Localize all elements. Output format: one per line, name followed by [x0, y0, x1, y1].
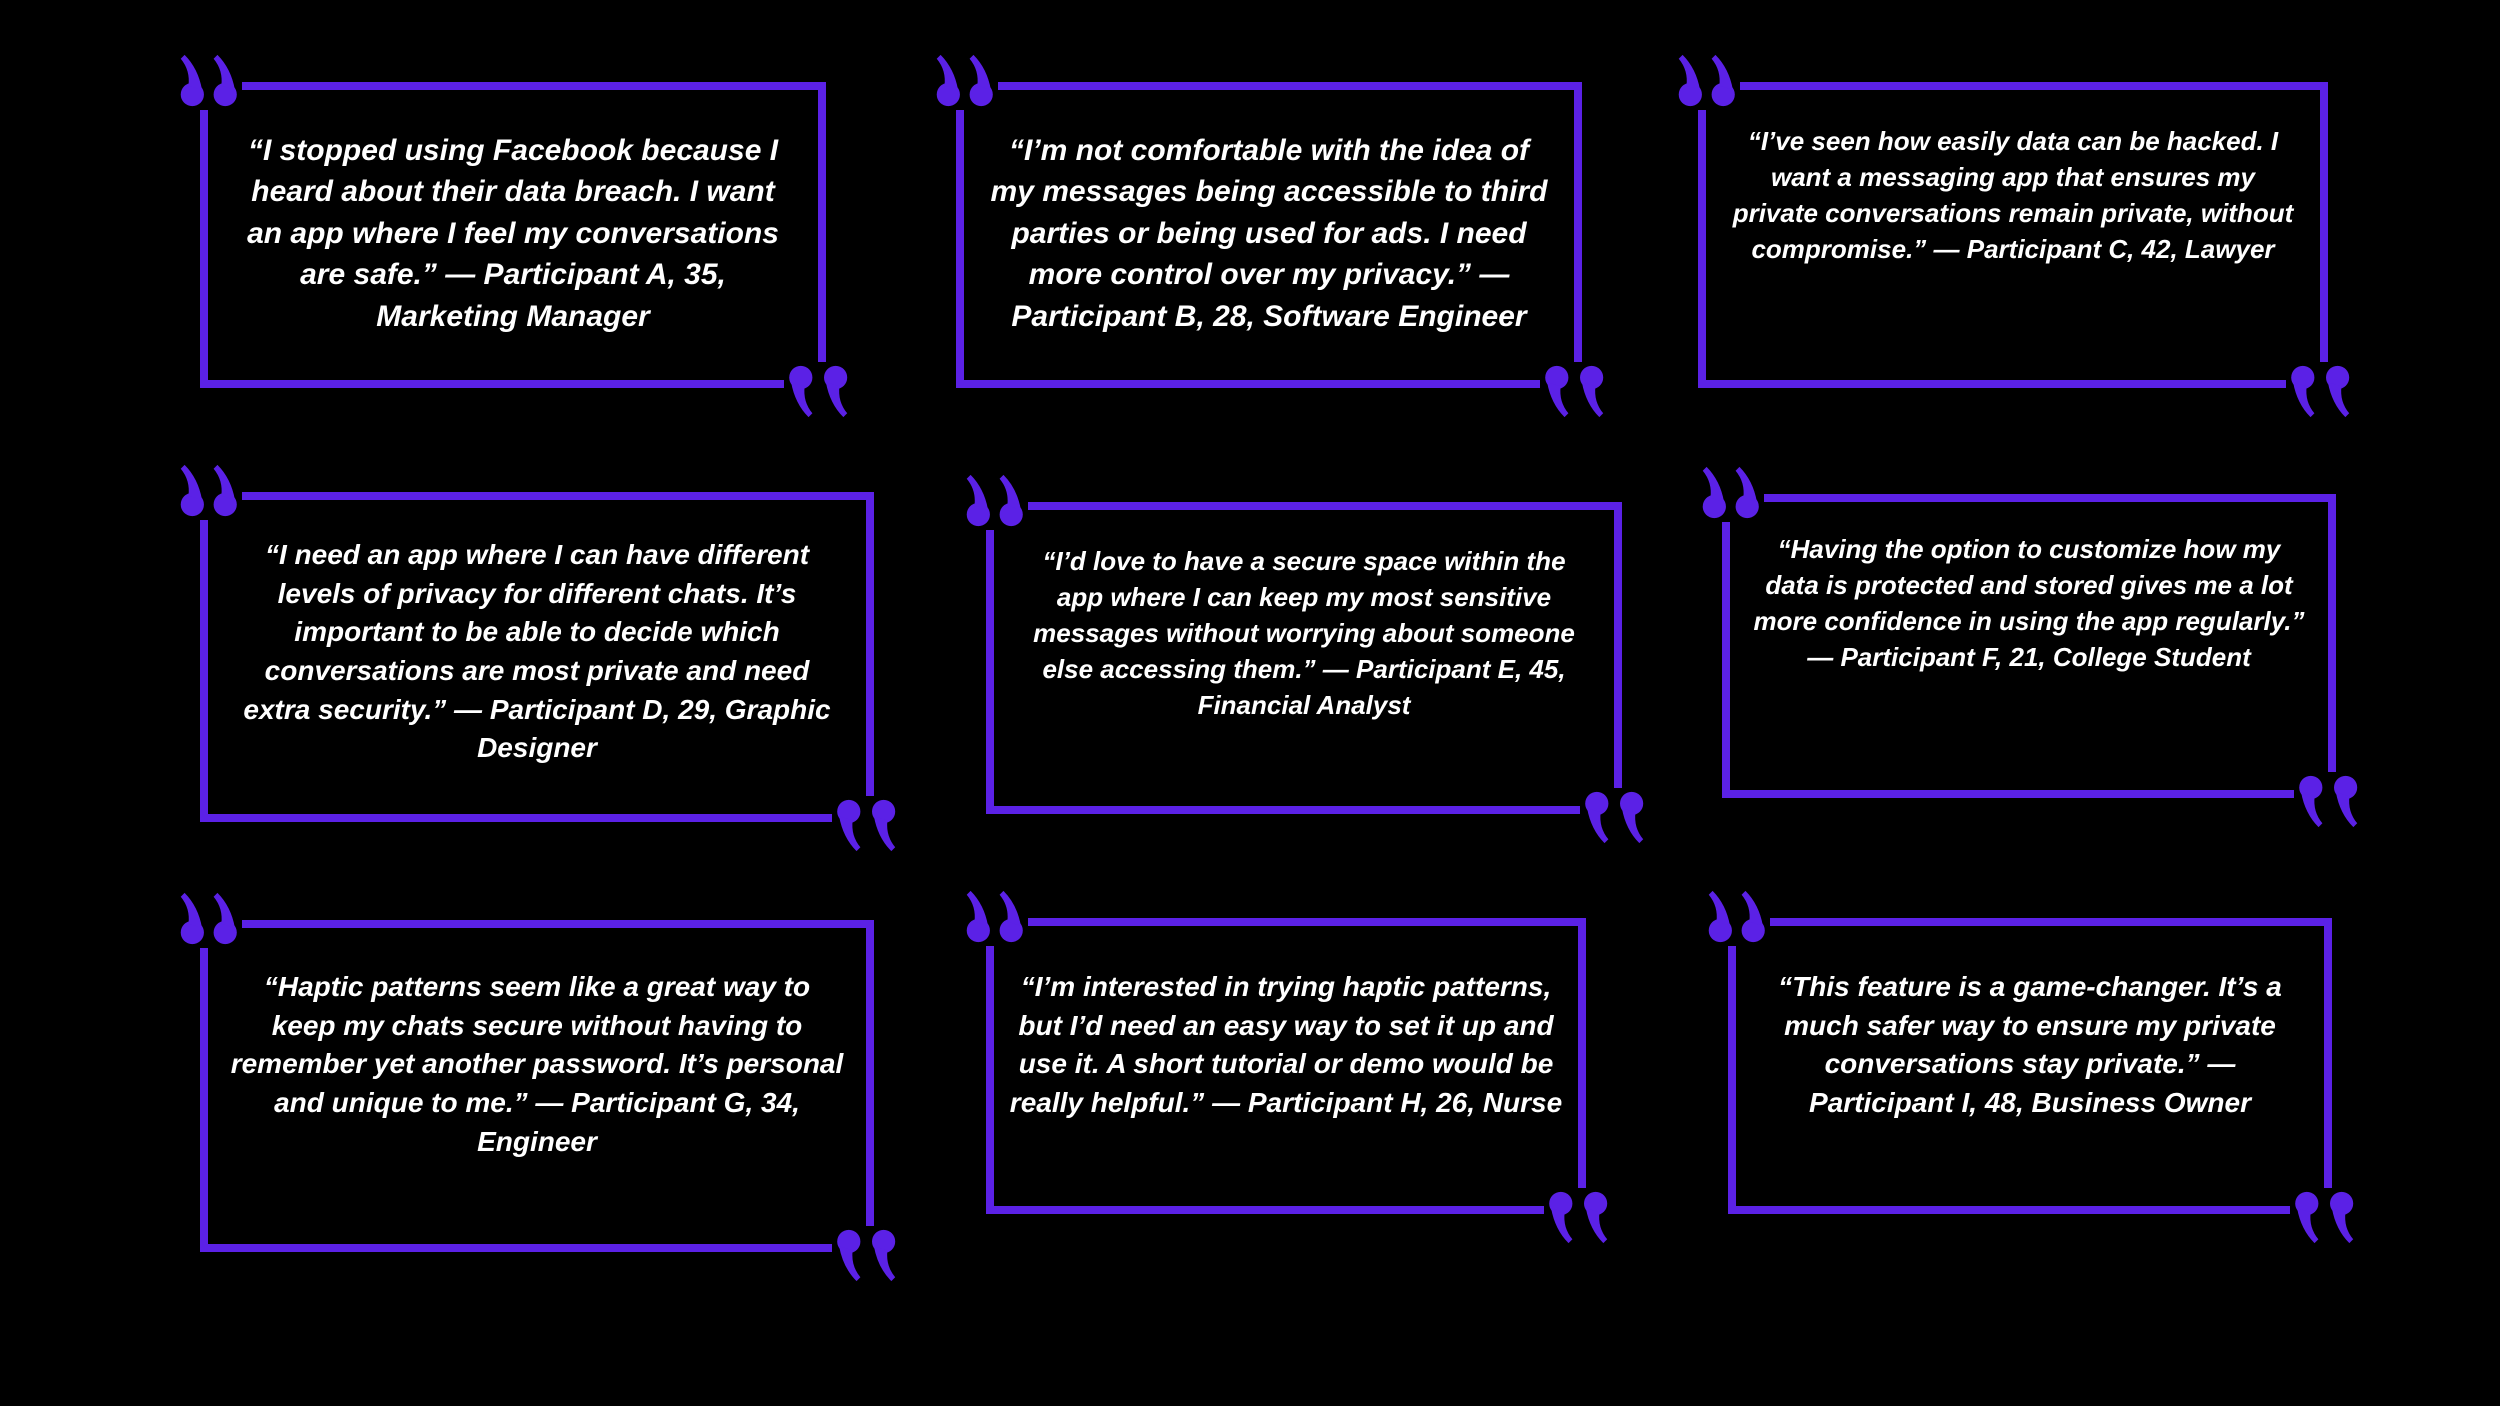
open-quote-icon [162, 888, 242, 948]
quote-text: “Haptic patterns seem like a great way t… [230, 971, 844, 1157]
open-quote-icon [918, 50, 998, 110]
quote-frame [200, 82, 826, 388]
open-quote-icon [1690, 886, 1770, 946]
close-quote-icon [1540, 362, 1620, 422]
quote-card-2: “I’m not comfortable with the idea of my… [918, 50, 1620, 422]
open-quote-icon [948, 470, 1028, 530]
quote-text: “I’ve seen how easily data can be hacked… [1732, 126, 2294, 264]
quote-text: “I’d love to have a secure space within … [1033, 546, 1575, 720]
close-quote-icon [784, 362, 864, 422]
quote-frame [200, 920, 874, 1252]
quote-text: “This feature is a game-changer. It’s a … [1778, 971, 2282, 1118]
quote-frame [1698, 82, 2328, 388]
quote-text: “I’m not comfortable with the idea of my… [990, 134, 1548, 333]
quote-text: “Having the option to customize how my d… [1753, 534, 2305, 672]
quote-card-5: “I’d love to have a secure space within … [948, 470, 1660, 848]
quote-frame [986, 918, 1586, 1214]
quote-frame [200, 492, 874, 822]
quote-card-6: “Having the option to customize how my d… [1684, 462, 2374, 832]
quote-card-7: “Haptic patterns seem like a great way t… [162, 888, 912, 1286]
quote-frame [1722, 494, 2336, 798]
quote-card-8: “I’m interested in trying haptic pattern… [948, 886, 1624, 1248]
close-quote-icon [1544, 1188, 1624, 1248]
close-quote-icon [1580, 788, 1660, 848]
close-quote-icon [2290, 1188, 2370, 1248]
quote-card-9: “This feature is a game-changer. It’s a … [1690, 886, 2370, 1248]
quote-frame [956, 82, 1582, 388]
open-quote-icon [162, 50, 242, 110]
quote-text: “I stopped using Facebook because I hear… [247, 134, 779, 333]
quote-text: “I’m interested in trying haptic pattern… [1009, 971, 1563, 1118]
open-quote-icon [1660, 50, 1740, 110]
close-quote-icon [2286, 362, 2366, 422]
open-quote-icon [1684, 462, 1764, 522]
quote-card-1: “I stopped using Facebook because I hear… [162, 50, 864, 422]
quote-card-3: “I’ve seen how easily data can be hacked… [1660, 50, 2366, 422]
quote-text: “I need an app where I can have differen… [243, 539, 831, 764]
close-quote-icon [832, 796, 912, 856]
close-quote-icon [2294, 772, 2374, 832]
quote-frame [986, 502, 1622, 814]
quote-card-4: “I need an app where I can have differen… [162, 460, 912, 856]
quote-frame [1728, 918, 2332, 1214]
open-quote-icon [162, 460, 242, 520]
close-quote-icon [832, 1226, 912, 1286]
open-quote-icon [948, 886, 1028, 946]
